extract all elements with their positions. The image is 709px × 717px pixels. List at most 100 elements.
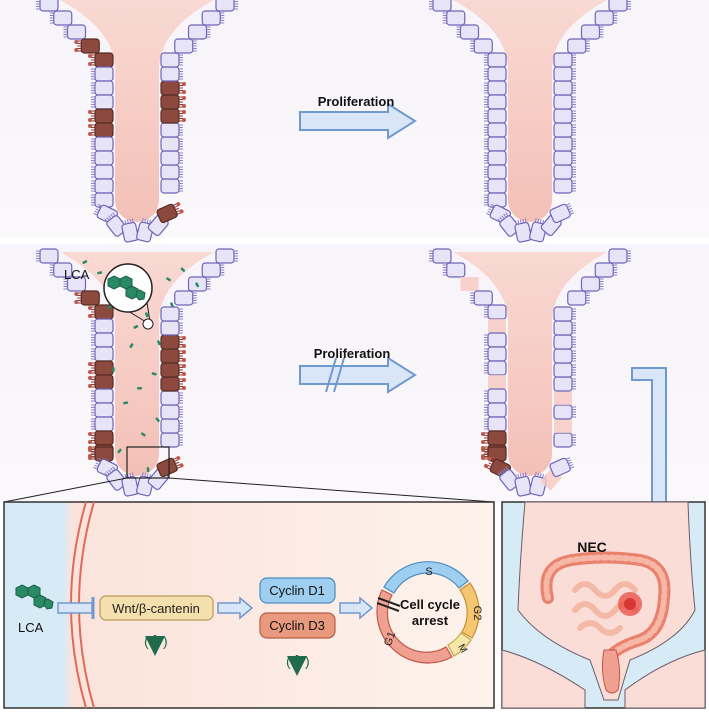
- zoom-line-left: [3, 477, 128, 503]
- epithelial-cell: [91, 388, 114, 404]
- wnt-effect-open: (: [144, 633, 149, 649]
- lca-particle: [133, 325, 139, 329]
- epithelial-cell: [63, 24, 87, 40]
- epithelial-cell: [91, 136, 114, 152]
- epithelial-cell: [497, 466, 521, 491]
- epithelial-cell: [484, 150, 507, 166]
- cyclin-d1-box: [259, 577, 336, 604]
- lca-particle: [129, 343, 134, 349]
- lca-particle: [137, 387, 142, 390]
- damaged-cell: [160, 108, 186, 124]
- damaged-cell: [160, 376, 186, 392]
- epithelial-cell: [91, 192, 114, 208]
- epithelial-cell: [594, 10, 618, 26]
- epithelial-cell: [484, 360, 507, 376]
- lca-particle: [140, 432, 146, 437]
- epithelial-cell: [160, 122, 183, 138]
- epithelial-cell: [484, 136, 507, 152]
- epithelial-cell: [91, 332, 114, 348]
- damaged-cell: [156, 456, 184, 478]
- lca-particle: [155, 417, 160, 423]
- epithelial-cell: [549, 457, 575, 478]
- epithelial-cell: [553, 348, 576, 364]
- epithelial-cell: [160, 150, 183, 166]
- phase-m-segment: [447, 632, 472, 657]
- lca-label-middle: LCA: [64, 267, 90, 282]
- epithelial-cell: [484, 402, 507, 418]
- epithelial-cell: [121, 218, 139, 243]
- cyclin-d3-box: [259, 612, 336, 639]
- epithelial-cell: [187, 276, 211, 292]
- epithelial-cell: [91, 416, 114, 432]
- epithelial-cell: [594, 262, 618, 278]
- epithelial-cell: [49, 262, 73, 278]
- break-mark: [325, 357, 337, 393]
- epithelial-cell: [484, 346, 507, 362]
- epithelial-cell: [580, 276, 604, 292]
- inhibition-arrow: [57, 597, 95, 619]
- crypt-mid-left: [36, 248, 238, 497]
- phase-g1-segment: [376, 589, 453, 664]
- wnt-pathway-box: [99, 595, 214, 621]
- arrow-cyclin-to-cycle: [339, 596, 374, 620]
- epithelial-cell: [429, 0, 452, 12]
- epithelial-cell: [36, 0, 59, 12]
- epithelial-cell: [456, 24, 480, 40]
- proliferation-arrow-top: [299, 102, 417, 140]
- epithelial-cell: [553, 362, 576, 378]
- cyclin-d3-label: Cyclin D3: [269, 618, 325, 633]
- epithelial-cell: [174, 38, 197, 54]
- lca-zoom-bubble: [103, 263, 154, 330]
- lca-particle: [180, 267, 186, 272]
- crypt-mid-right: [429, 248, 631, 497]
- epithelial-cell: [514, 218, 532, 243]
- epithelial-cell: [201, 262, 225, 278]
- epithelial-cell: [91, 80, 114, 96]
- epithelial-cell: [484, 388, 507, 404]
- epithelial-cell: [174, 290, 197, 306]
- lca-particle: [82, 260, 88, 264]
- epithelial-cell: [215, 0, 238, 12]
- epithelial-cell: [91, 150, 114, 166]
- epithelial-cell: [514, 472, 532, 497]
- lca-particle: [151, 372, 157, 376]
- epithelial-cell: [553, 150, 576, 166]
- epithelial-cell: [553, 164, 576, 180]
- damaged-cell: [88, 108, 114, 124]
- epithelial-cell: [488, 375, 506, 389]
- epithelial-cell: [484, 164, 507, 180]
- epithelial-cell: [470, 290, 493, 306]
- epithelial-cell: [484, 94, 507, 110]
- nec-panel: [501, 501, 706, 709]
- lca-particle: [146, 467, 150, 473]
- epithelial-cell: [442, 10, 466, 26]
- epithelial-cell: [549, 203, 575, 224]
- lca-particle: [170, 302, 174, 308]
- proliferation-label-top: Proliferation: [318, 94, 395, 109]
- phase-g2-segment: [459, 582, 480, 639]
- epithelial-cell: [160, 320, 183, 336]
- crypt-lumen: [453, 252, 607, 476]
- epithelial-cell: [484, 122, 507, 138]
- epithelial-cell: [553, 94, 576, 110]
- epithelial-cell: [160, 432, 183, 448]
- epithelial-cell: [484, 416, 507, 432]
- phase-s-segment: [383, 561, 469, 594]
- cyclin-d1-label: Cyclin D1: [269, 583, 325, 598]
- damaged-cell: [88, 446, 114, 462]
- epithelial-cell: [91, 66, 114, 82]
- epithelial-cell: [553, 178, 576, 194]
- lca-label-mechanism: LCA: [18, 620, 44, 635]
- damaged-cell: [160, 80, 186, 96]
- damaged-cell: [88, 374, 114, 390]
- epithelial-cell: [608, 248, 631, 264]
- epithelial-cell: [553, 122, 576, 138]
- damaged-cell: [88, 52, 114, 68]
- damaged-cell: [481, 446, 507, 462]
- epithelial-cell: [484, 178, 507, 194]
- epithelial-cell: [553, 306, 576, 322]
- epithelial-cell: [104, 212, 128, 237]
- epithelial-cell: [160, 404, 183, 420]
- epithelial-cell: [553, 80, 576, 96]
